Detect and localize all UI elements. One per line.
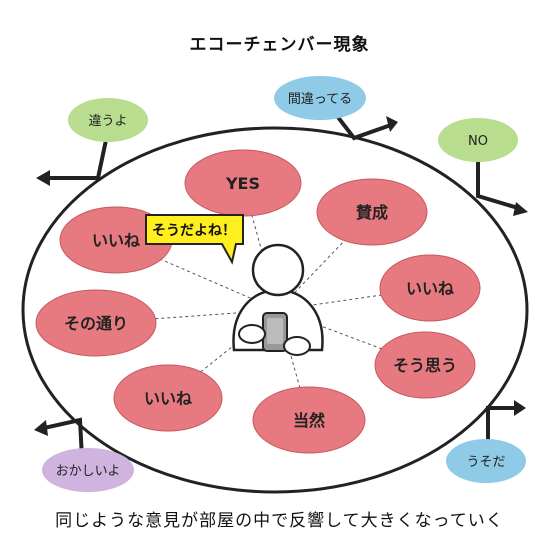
inner-opinion-label: そう思う (393, 356, 457, 375)
person-with-smartphone-icon (232, 243, 324, 356)
inner-opinion-bubble: 当然 (252, 386, 366, 454)
outer-opinion-label: 違うよ (88, 114, 127, 129)
outer-opinion-label: 間違ってる (288, 92, 352, 107)
outer-opinion-bubble: うそだ (446, 439, 526, 483)
connection-line (277, 211, 373, 311)
outer-opinion-bubble: 違うよ (68, 98, 148, 142)
outer-opinion-label: うそだ (466, 455, 505, 470)
outer-opinion-label: NO (468, 134, 488, 149)
diagram-title: エコーチェンバー現象 (189, 35, 370, 55)
inner-opinion-label: 当然 (293, 411, 325, 430)
inner-opinion-bubble: いいね (59, 206, 173, 274)
speech-bubble: そうだよね！ (145, 214, 244, 265)
inner-opinion-bubble: そう思う (374, 331, 476, 399)
outer-opinion-bubble: NO (438, 118, 518, 162)
arrow-heads (34, 116, 528, 436)
inner-opinion-label: いいね (144, 389, 192, 408)
inner-opinion-bubble: YES (184, 149, 302, 217)
inner-opinion-label: 賛成 (356, 203, 388, 222)
inner-opinion-label: いいね (92, 231, 140, 250)
inner-opinion-bubble: いいね (379, 254, 481, 322)
inner-opinion-label: その通り (64, 314, 128, 333)
speech-bubble-text: そうだよね！ (152, 223, 236, 239)
deflection-arrows (41, 109, 521, 461)
inner-opinion-label: YES (225, 174, 260, 193)
outer-opinion-bubble: おかしいよ (42, 448, 134, 492)
inner-opinion-bubble: その通り (35, 289, 157, 357)
outer-opinion-label: おかしいよ (56, 464, 121, 479)
outer-opinion-bubble: 間違ってる (274, 76, 366, 120)
inner-opinion-bubble: いいね (113, 364, 223, 432)
inner-opinion-label: いいね (406, 279, 454, 298)
diagram-caption: 同じような意見が部屋の中で反響して大きくなっていく (55, 511, 504, 531)
inner-opinion-bubble: 賛成 (316, 178, 428, 246)
